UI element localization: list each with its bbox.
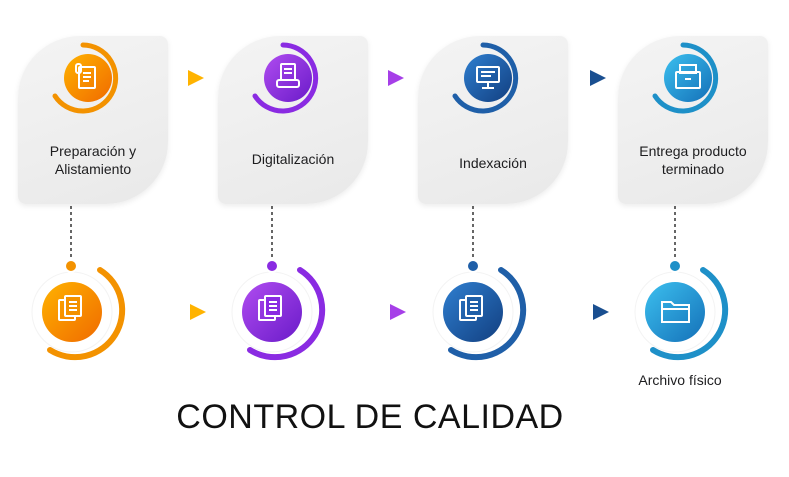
step-node-3 (452, 42, 519, 114)
page-title: CONTROL DE CALIDAD (176, 398, 564, 436)
quality-node-2 (231, 259, 326, 361)
step-label-2: Digitalización (251, 151, 335, 167)
box-files-icon (675, 64, 701, 89)
step-label-1: Preparación y Alistamiento (49, 143, 137, 177)
step-node-4 (652, 42, 719, 114)
step-card-4: Entrega producto terminado (618, 36, 768, 204)
quality-node-3 (432, 259, 527, 361)
quality-node-1 (31, 259, 126, 361)
documents-icon (258, 295, 282, 321)
documents-icon (58, 295, 82, 321)
monitor-document-icon (476, 66, 500, 89)
document-clip-icon (75, 63, 96, 89)
step-label-4: Entrega producto terminado (639, 143, 747, 177)
step-label-3: Indexación (459, 155, 527, 171)
folder-icon (661, 301, 690, 323)
quality-node-4 (634, 259, 729, 361)
step-node-2 (252, 42, 319, 114)
scanner-icon (276, 63, 300, 88)
documents-icon (459, 295, 483, 321)
quality-label-4: Archivo físico (638, 372, 722, 388)
step-node-1 (52, 42, 119, 114)
